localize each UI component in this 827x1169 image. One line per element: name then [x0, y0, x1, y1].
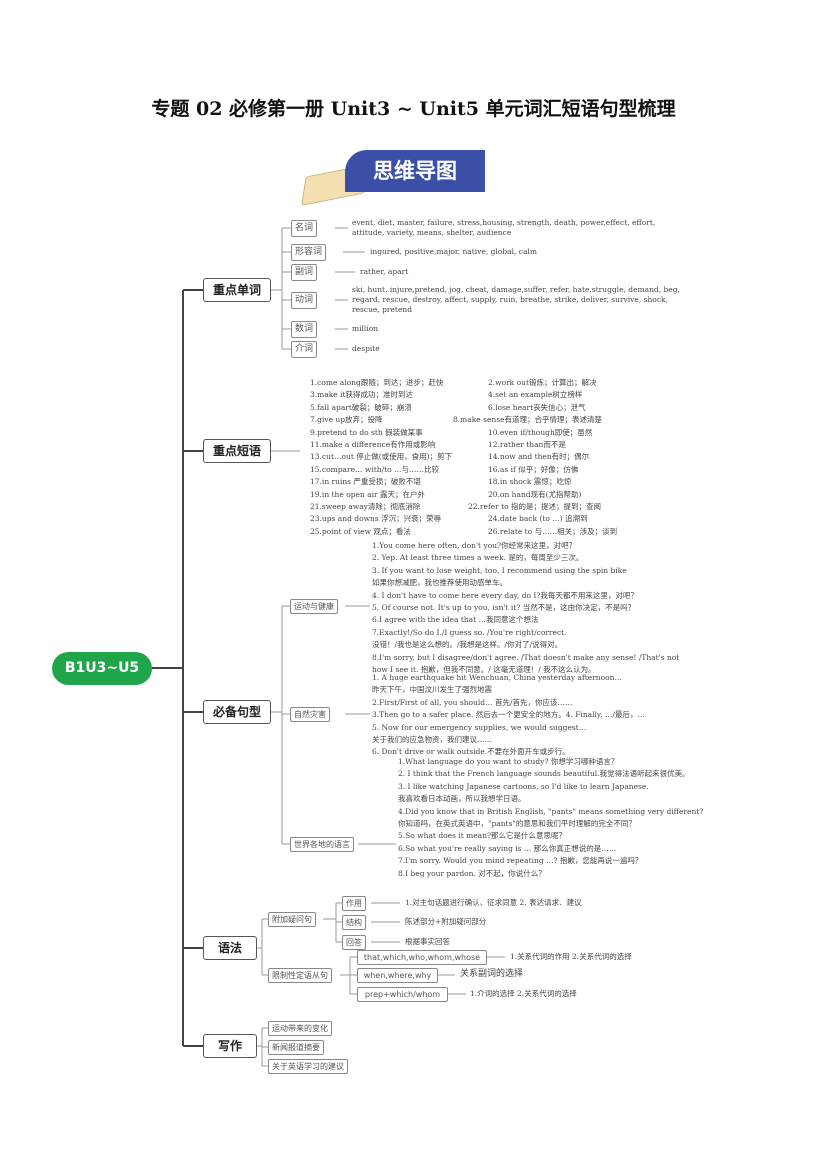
node-verb[interactable]: 动词 — [291, 292, 318, 309]
node-preposition[interactable]: 介词 — [291, 341, 318, 358]
mindmap-banner: 思维导图 — [345, 150, 485, 192]
branch-key-sentences[interactable]: 必备句型 — [203, 700, 271, 724]
world-languages-sentences: 1.What language do you want to study? 你想… — [398, 757, 704, 878]
node-noun[interactable]: 名词 — [291, 220, 318, 237]
function-text: 1.对主句话题进行确认、征求同意 2. 表达请求、建议 — [405, 898, 582, 907]
writing-item[interactable]: 新闻报道摘要 — [268, 1040, 324, 1055]
noun-words: event, diet, master, failure, stress,hou… — [352, 218, 656, 237]
node-relative-adverbs[interactable]: when,where,why — [357, 968, 438, 983]
node-numeral[interactable]: 数词 — [291, 321, 318, 338]
node-function[interactable]: 作用 — [342, 896, 366, 911]
root-node[interactable]: B1U3~U5 — [52, 652, 152, 685]
node-sports-health[interactable]: 运动与健康 — [290, 599, 338, 614]
node-restrictive-clauses[interactable]: 限制性定语从句 — [268, 968, 332, 983]
node-relative-pronouns[interactable]: that,which,who,whom,whose — [357, 950, 487, 965]
node-prep-which-whom[interactable]: prep+which/whom — [357, 987, 448, 1002]
relative-pronouns-text: 1.关系代词的作用 2.关系代词的选择 — [510, 952, 632, 961]
node-answer[interactable]: 回答 — [342, 935, 366, 950]
relative-adverbs-text: 关系副词的选择 — [460, 969, 524, 979]
page-title: 专题 02 必修第一册 Unit3 ~ Unit5 单元词汇短语句型梳理 — [151, 98, 676, 120]
numeral-words: million — [352, 324, 379, 333]
branch-grammar[interactable]: 语法 — [203, 936, 257, 960]
node-adjective[interactable]: 形容词 — [291, 244, 327, 261]
prep-which-whom-text: 1.介词的选择 2.关系代词的选择 — [470, 989, 577, 998]
sports-health-sentences: 1.You come here often, don't you?你经常来这里，… — [372, 541, 680, 675]
preposition-words: despite — [352, 344, 380, 353]
node-adverb[interactable]: 副词 — [291, 264, 318, 281]
node-tag-questions[interactable]: 附加疑问句 — [268, 912, 316, 927]
node-structure[interactable]: 结构 — [342, 915, 366, 930]
answer-text: 根据事实回答 — [405, 937, 450, 946]
node-natural-disasters[interactable]: 自然灾害 — [290, 707, 330, 722]
natural-disasters-sentences: 1. A huge earthquake hit Wenchuan, China… — [372, 673, 645, 757]
adverb-words: rather, apart — [360, 267, 409, 276]
branch-key-words[interactable]: 重点单词 — [203, 278, 271, 302]
verb-words: ski, hunt, injure,pretend, jog, cheat, d… — [352, 285, 680, 314]
node-world-languages[interactable]: 世界各地的语言 — [290, 837, 354, 852]
adjective-words: ingured, positive,major, native, global,… — [370, 247, 537, 256]
branch-writing[interactable]: 写作 — [203, 1034, 257, 1058]
writing-item[interactable]: 运动带来的变化 — [268, 1021, 332, 1036]
branch-key-phrases[interactable]: 重点短语 — [203, 439, 271, 463]
structure-text: 陈述部分+附加疑问部分 — [405, 917, 487, 926]
writing-item[interactable]: 关于英语学习的建议 — [268, 1059, 348, 1074]
